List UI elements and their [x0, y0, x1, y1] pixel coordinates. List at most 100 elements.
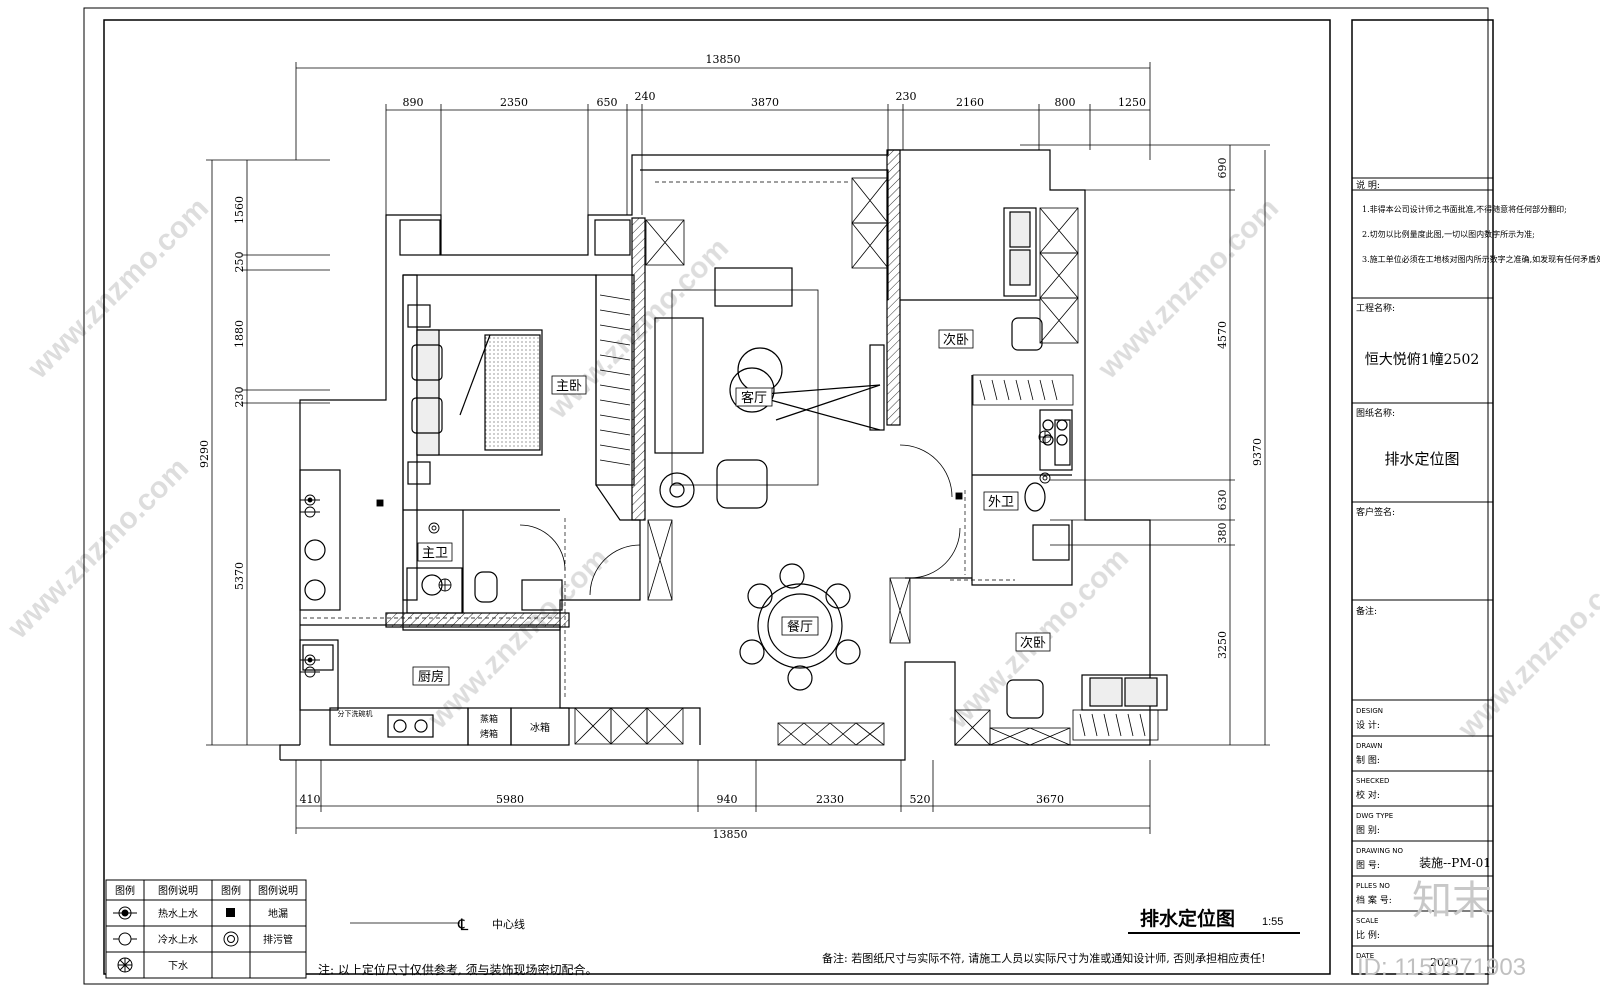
- dim-top: 800: [1055, 96, 1076, 109]
- tb-field-drawn: DRAWN 制 图:: [1352, 742, 1493, 772]
- dim-left: 1880: [233, 320, 246, 348]
- svg-text:图例说明: 图例说明: [258, 884, 298, 897]
- oven-label: 烤箱: [480, 728, 498, 740]
- svg-text:档 案 号:: 档 案 号:: [1356, 894, 1392, 906]
- dim-bottom-total: 13850: [713, 828, 748, 841]
- svg-text:DWG TYPE: DWG TYPE: [1356, 812, 1393, 820]
- dim-right-total: 9370: [1251, 438, 1264, 466]
- dim-left: 230: [233, 387, 246, 408]
- cold-water-legend-icon: [113, 932, 137, 946]
- note-line: 1.非得本公司设计师之书面批准,不得随意将任何部分翻印;: [1362, 204, 1567, 214]
- dimensions-right: [1020, 144, 1270, 746]
- svg-text:校 对:: 校 对:: [1356, 789, 1380, 801]
- dim-left: 250: [233, 252, 246, 273]
- dimensions-bottom: [295, 760, 1151, 834]
- watermark-text: www.znzmo.com: [1, 452, 195, 646]
- dim-right: 3250: [1216, 631, 1229, 659]
- dim-top: 1250: [1118, 96, 1146, 109]
- project-name: 恒大悦俯1幢2502: [1365, 351, 1480, 368]
- hot-water-legend-icon: [113, 906, 137, 920]
- fridge-label: 冰箱: [530, 721, 550, 734]
- sewer-pipe-legend-icon: [223, 931, 239, 947]
- dim-top: 890: [403, 96, 424, 109]
- svg-text:制 图:: 制 图:: [1356, 754, 1380, 766]
- watermark-text: www.znzmo.com: [421, 542, 615, 736]
- cold-water-icon: [300, 506, 320, 518]
- note-line: 3.施工单位必须在工地核对图内所示数字之准确,如发现有任何矛盾处,应通知设计师,…: [1362, 254, 1600, 264]
- room-label-dining: 餐厅: [787, 619, 813, 635]
- dim-top: 3870: [751, 96, 779, 109]
- room-label-master-bath: 主卫: [422, 546, 448, 561]
- svg-text:DRAWN: DRAWN: [1356, 742, 1383, 750]
- client-sign-label: 客户签名:: [1356, 506, 1395, 518]
- legend-drain: 下水: [168, 960, 188, 972]
- dim-left: 1560: [233, 196, 246, 224]
- drain-icon: [1038, 430, 1052, 444]
- svg-text:图 号:: 图 号:: [1356, 860, 1380, 871]
- watermark-layer: www.znzmo.com www.znzmo.com www.znzmo.co…: [1, 192, 1600, 746]
- drawing-frame: [103, 19, 1331, 975]
- dim-bottom: 940: [717, 793, 738, 806]
- dim-right: 690: [1216, 158, 1229, 179]
- dimension-labels-left: 1560 250 1880 230 5370 9290: [198, 196, 246, 590]
- sewer-pipe-icon: [428, 522, 440, 534]
- dim-bottom: 5980: [496, 793, 524, 806]
- room-label-living: 客厅: [741, 390, 767, 406]
- dim-bottom: 520: [910, 793, 931, 806]
- svg-text:图例: 图例: [115, 884, 135, 897]
- dimensions-left: [206, 159, 330, 746]
- dim-left-total: 9290: [198, 440, 211, 468]
- centerline-icon: ℄: [457, 915, 469, 934]
- hot-water-icon: [300, 654, 320, 666]
- tb-field-design: DESIGN 设 计:: [1352, 707, 1493, 737]
- legend-hot-water: 热水上水: [158, 907, 198, 920]
- outer-frame: [83, 7, 1489, 985]
- plumbing-symbols: [300, 430, 1052, 678]
- svg-text:SHECKED: SHECKED: [1356, 777, 1389, 785]
- floor-drain-legend-icon: [226, 908, 235, 917]
- dim-bottom: 410: [300, 793, 321, 806]
- room-label-guest-bath: 外卫: [988, 495, 1014, 510]
- drawing-number: 装施--PM-01: [1419, 856, 1491, 870]
- remark-text: 备注: 若图纸尺寸与实际不符, 请施工人员以实际尺寸为准或通知设计师, 否则承担…: [822, 951, 1266, 965]
- tb-field-drawing-no: DRAWING NO 图 号: 装施--PM-01: [1352, 847, 1493, 877]
- legend-floor-drain: 地漏: [268, 907, 288, 920]
- floor-drain-icon: [376, 499, 384, 507]
- drawing-title: 排水定位图 1:55: [1128, 907, 1300, 934]
- tb-field-date: DATE 2020: [1356, 952, 1458, 969]
- tb-field-dwg-type: DWG TYPE 图 别:: [1352, 812, 1493, 842]
- room-label-master-bedroom: 主卧: [556, 379, 582, 394]
- drawing-title-text: 排水定位图: [1140, 907, 1235, 930]
- room-label-bedroom-3: 次卧: [1020, 635, 1046, 651]
- dim-top: 650: [597, 96, 618, 109]
- dim-top: 230: [896, 90, 917, 103]
- svg-text:DESIGN: DESIGN: [1356, 707, 1383, 715]
- dishwasher-label: 分下洗碗机: [338, 709, 373, 718]
- svg-text:图例: 图例: [221, 884, 241, 897]
- centerline-key: ℄ 中心线: [350, 915, 525, 934]
- watermark-text: www.znzmo.com: [1451, 552, 1600, 746]
- legend-table: 图例 图例说明 图例 图例说明 热水上水 冷水上水 下水 地漏 排污管: [105, 879, 307, 979]
- dim-top-total: 13850: [706, 53, 741, 66]
- svg-text:DRAWING NO: DRAWING NO: [1356, 847, 1403, 855]
- svg-text:2020: 2020: [1430, 956, 1458, 969]
- room-label-kitchen: 厨房: [418, 669, 444, 685]
- dimension-labels-bottom: 410 5980 940 2330 520 3670 13850: [300, 793, 1065, 841]
- dim-top: 2160: [956, 96, 984, 109]
- drawing-scale: 1:55: [1262, 916, 1283, 928]
- drain-legend-icon: [117, 957, 133, 973]
- drain-icon: [438, 578, 452, 592]
- svg-text:PLLES NO: PLLES NO: [1356, 882, 1390, 890]
- hot-water-icon: [300, 494, 320, 506]
- dimensions-top: [295, 62, 1151, 215]
- dim-bottom: 2330: [816, 793, 844, 806]
- centerline-label: 中心线: [492, 917, 525, 931]
- watermark-text: www.znzmo.com: [21, 192, 215, 386]
- room-labels: 主卧 客厅 次卧 主卫 外卫 餐厅 厨房 次卧 冰箱 蒸箱 烤箱 分下洗碗机: [338, 329, 1051, 740]
- dim-bottom: 3670: [1036, 793, 1064, 806]
- svg-text:DATE: DATE: [1356, 952, 1374, 960]
- steamer-label: 蒸箱: [480, 713, 498, 725]
- dimension-labels-top: 13850 890 2350 650 240 3870 230 2160 800…: [403, 53, 1147, 109]
- svg-text:SCALE: SCALE: [1356, 917, 1378, 925]
